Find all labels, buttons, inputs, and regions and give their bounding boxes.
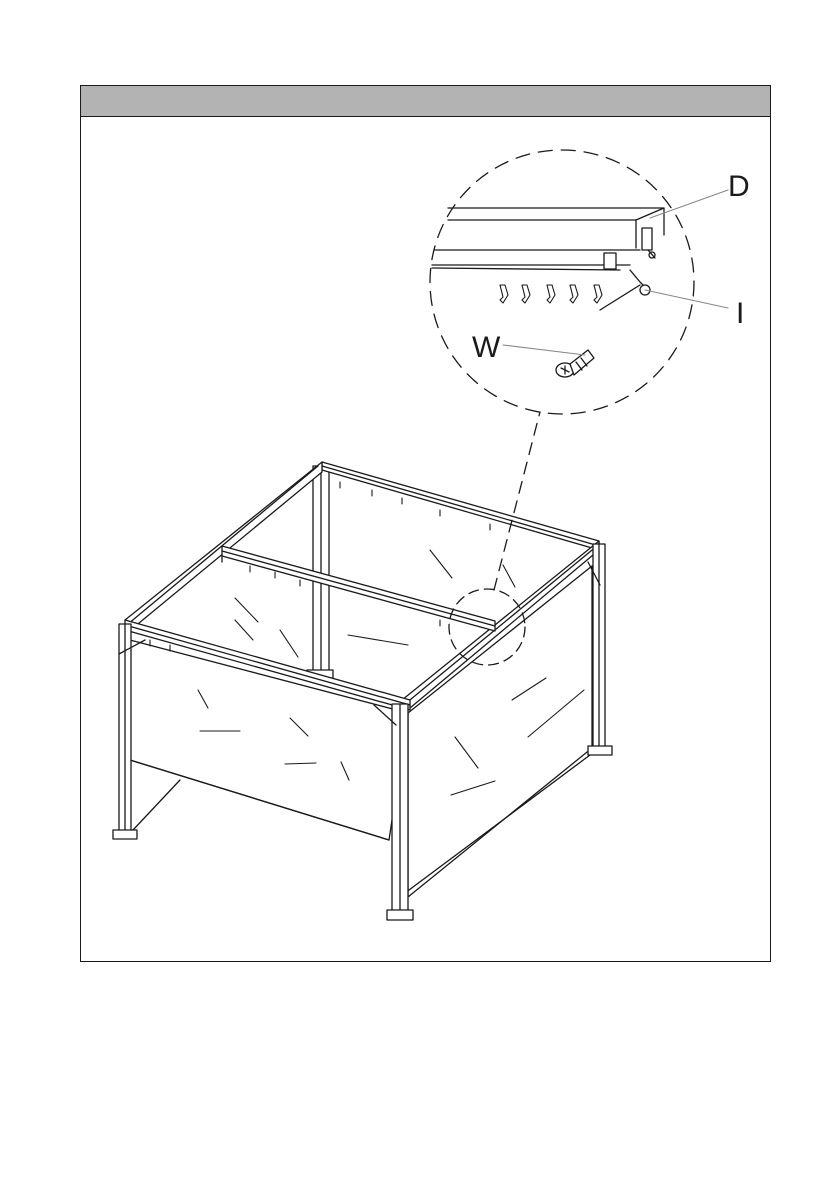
leader-line-w <box>503 345 585 355</box>
back-edge-line <box>133 780 180 830</box>
callout-label-i: I <box>736 297 744 330</box>
side-wall-right <box>408 566 592 897</box>
magnified-detail <box>430 150 694 414</box>
callout-label-w: W <box>472 331 501 364</box>
callout-label-d: D <box>728 170 750 203</box>
detail-connector-line <box>494 412 540 590</box>
cross-bar <box>222 546 495 631</box>
leader-line-i <box>645 290 728 308</box>
curtain-rings <box>500 285 602 303</box>
leader-line-d <box>650 190 728 218</box>
leader-lines <box>503 190 728 355</box>
